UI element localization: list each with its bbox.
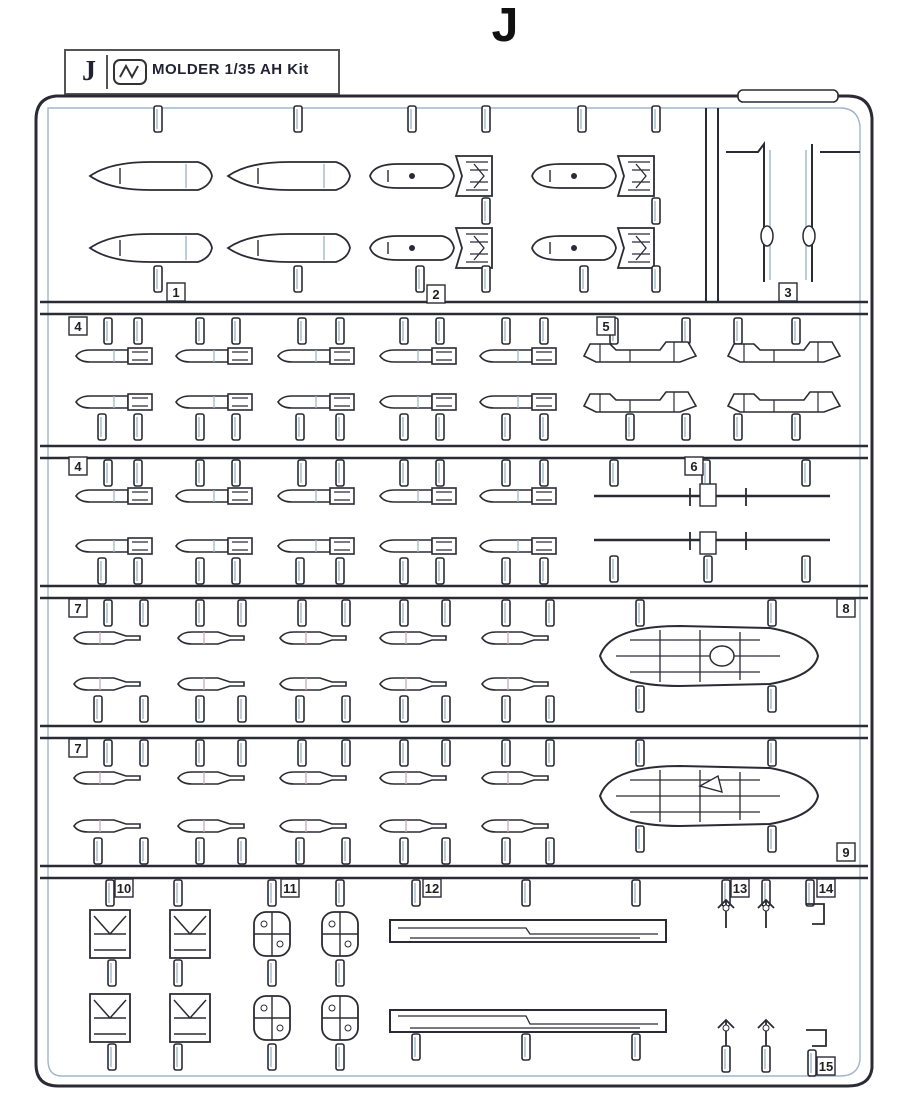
section-4-parts [73,599,820,723]
part-number-text: 12 [425,881,439,896]
part-number-text: 5 [602,319,609,334]
sprue-identification-tag: J MOLDER 1/35 AH Kit [64,49,340,95]
part-number-14: 14 [816,878,836,898]
part-number-2: 2 [426,284,446,304]
part-number-6: 6 [684,456,704,476]
section-1-parts [89,105,860,293]
part-number-11: 11 [280,878,300,898]
part-number-text: 4 [74,319,82,334]
part-number-9: 9 [836,842,856,862]
section-3-parts [75,459,830,585]
part-number-text: 7 [74,601,81,616]
part-number-4: 4 [68,316,88,336]
part-number-10: 10 [114,878,134,898]
manufacturer-logo-icon [113,59,147,85]
part-number-text: 2 [432,287,439,302]
part-number-text: 9 [842,845,849,860]
part-number-7: 7 [68,598,88,618]
part-number-1: 1 [166,282,186,302]
sprue-letter-heading: J [491,0,519,52]
part-number-7: 7 [68,738,88,758]
section-6-parts [89,879,827,1077]
part-number-text: 8 [842,601,849,616]
part-number-text: 4 [74,459,82,474]
part-number-text: 15 [819,1059,833,1074]
part-number-text: 3 [784,285,791,300]
part-number-15: 15 [816,1056,836,1076]
part-number-3: 3 [778,282,798,302]
part-number-13: 13 [730,878,750,898]
sprue-runners [40,300,868,880]
part-number-text: 13 [733,881,747,896]
part-number-text: 7 [74,741,81,756]
section-2-parts [75,317,841,441]
part-number-text: 11 [283,881,297,896]
part-number-4: 4 [68,456,88,476]
part-number-12: 12 [422,878,442,898]
tag-sprue-letter: J [72,55,108,89]
sprue-outer-frame [34,94,874,1088]
part-number-text: 6 [690,459,697,474]
part-number-8: 8 [836,598,856,618]
part-number-text: 1 [172,285,179,300]
part-number-text: 14 [819,881,834,896]
part-number-text: 10 [117,881,131,896]
tag-brand-text: MOLDER 1/35 AH Kit [152,61,309,78]
part-number-5: 5 [596,316,616,336]
section-5-parts [73,739,820,865]
